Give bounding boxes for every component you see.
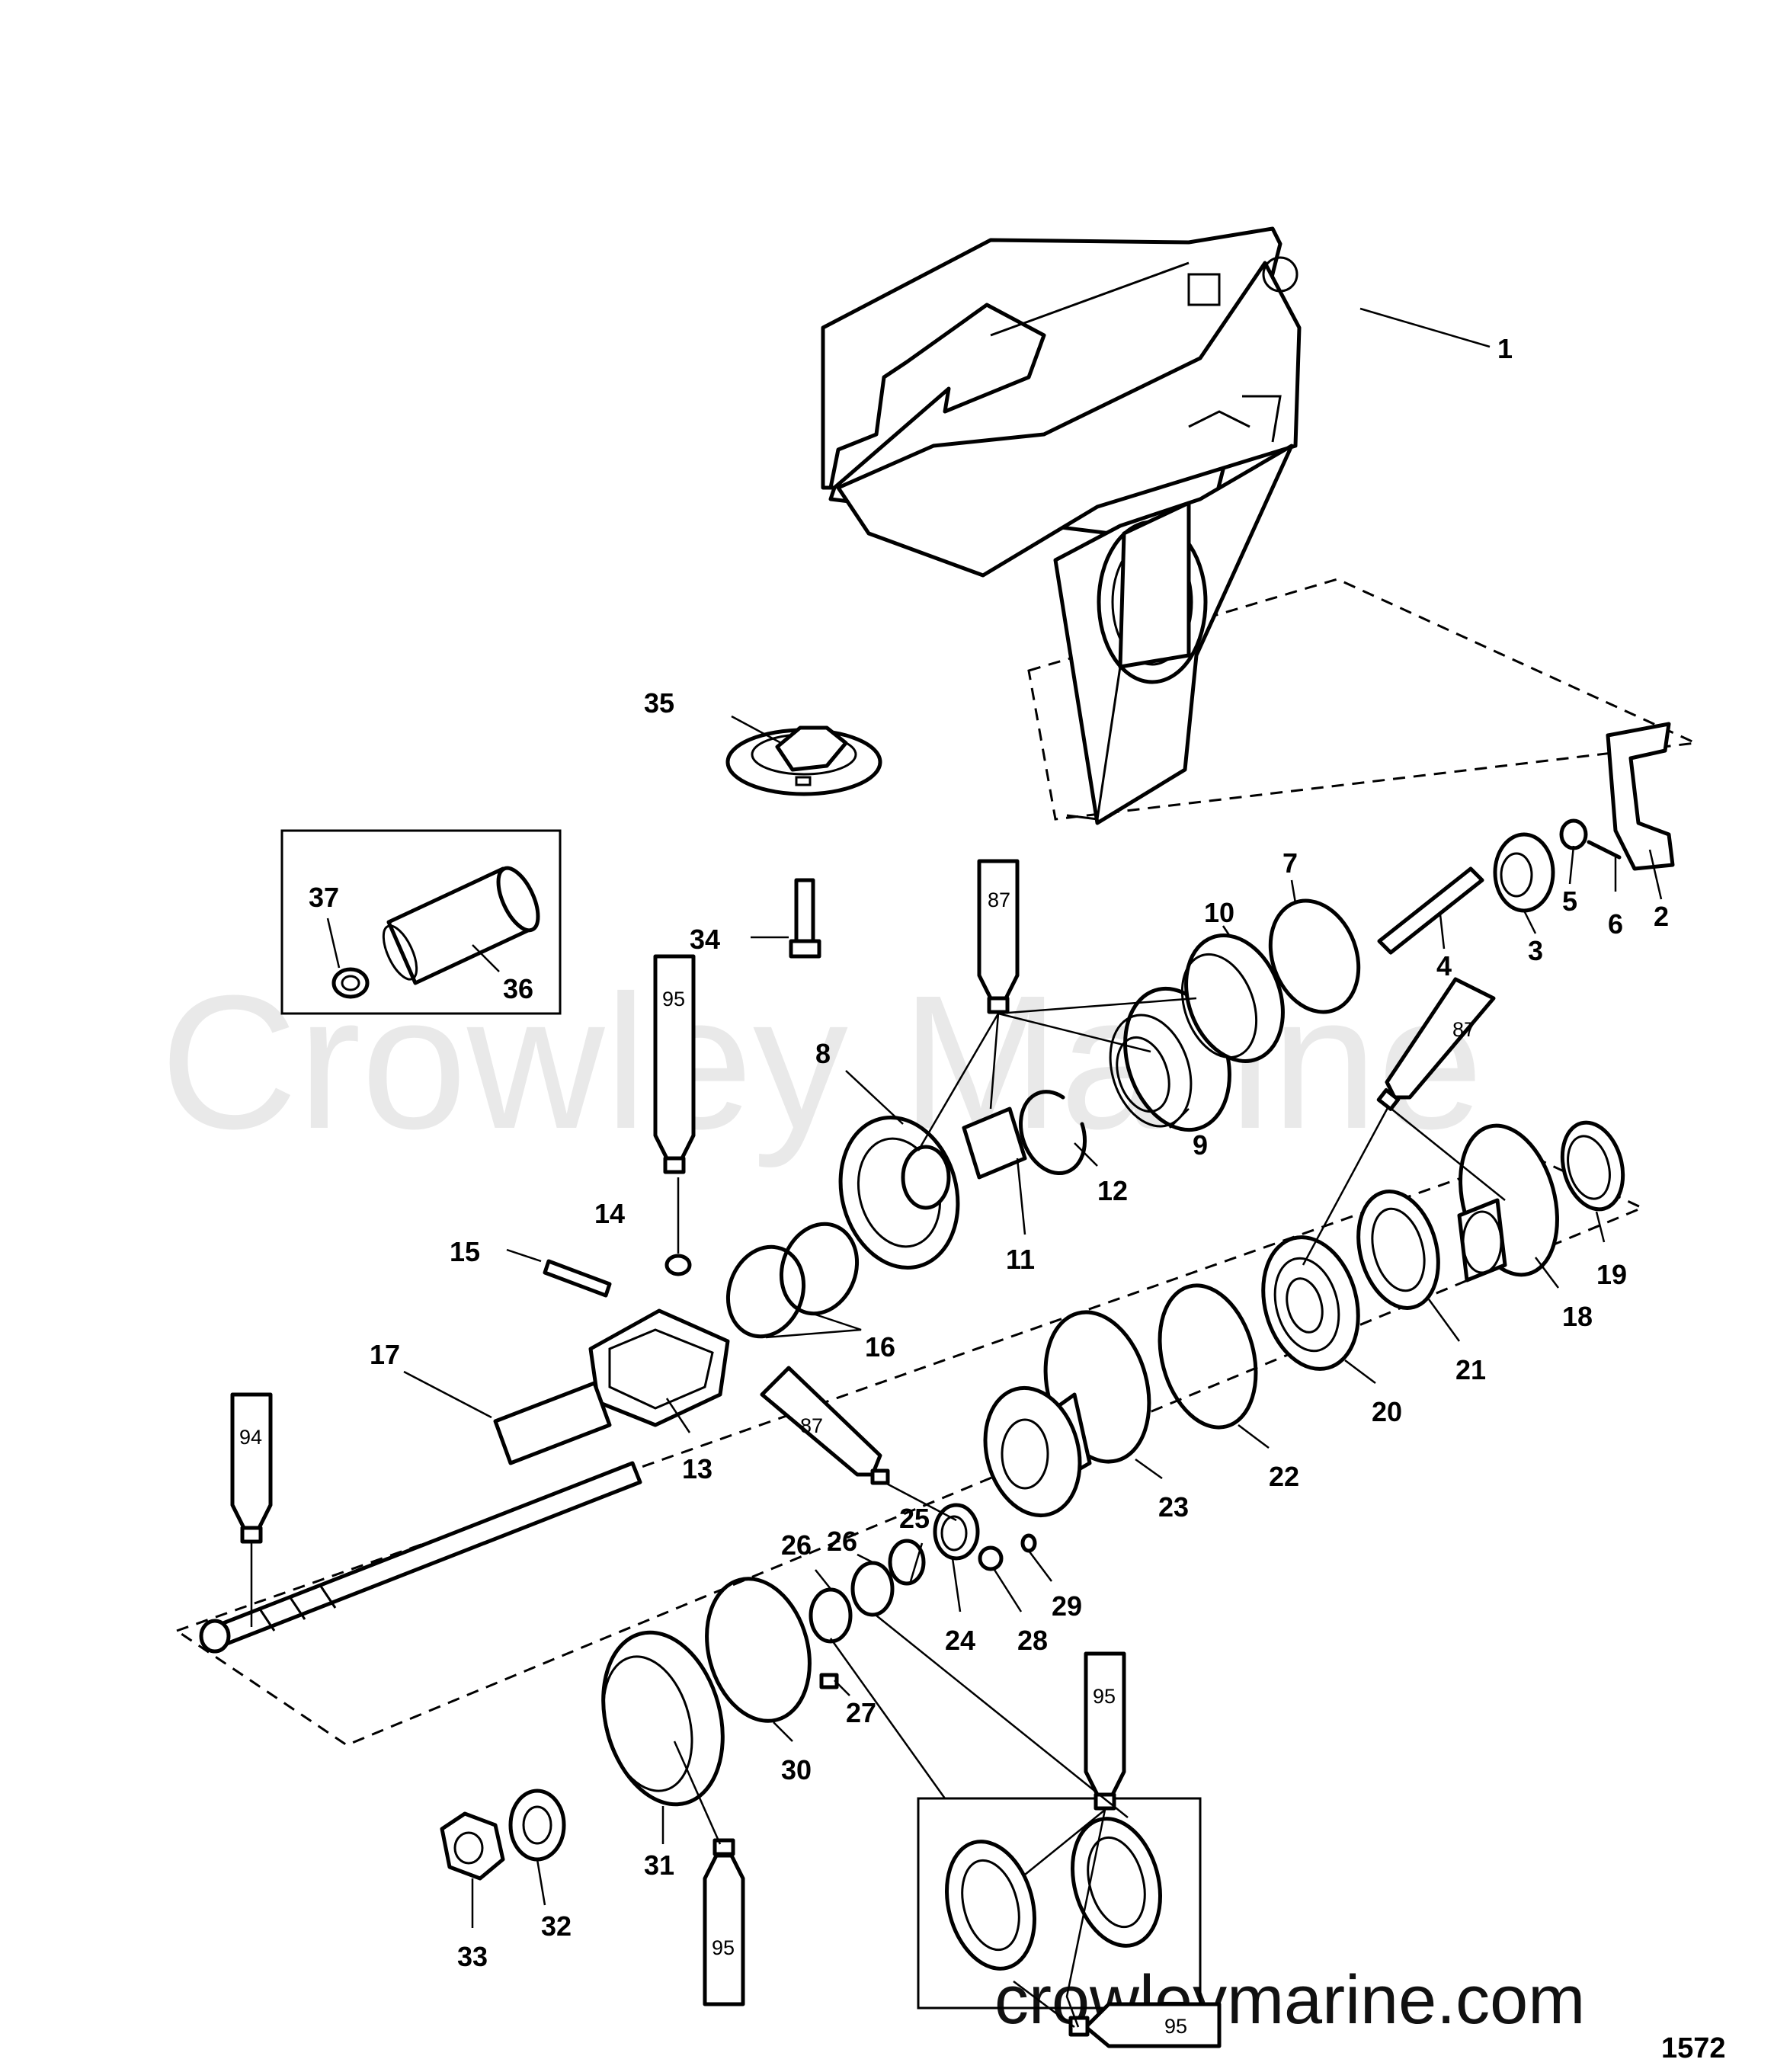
shift-shaft [1377, 866, 1484, 955]
callout-14: 14 [594, 1198, 625, 1229]
callout-37: 37 [309, 882, 339, 913]
propeller-shaft [199, 1381, 642, 1654]
callout-36: 36 [503, 973, 533, 1004]
roll-pin [1587, 840, 1622, 860]
svg-text:95: 95 [1164, 2015, 1187, 2038]
o-ring-pair [725, 1222, 860, 1339]
leader-lines [250, 307, 1663, 2028]
callout-6: 6 [1608, 908, 1623, 940]
dashed-outline-gearcase [1027, 578, 1700, 821]
bearing-cup [1180, 934, 1285, 1063]
retaining-ring [1018, 1090, 1087, 1176]
tube-95-left: 95 [653, 954, 696, 1174]
callout-24: 24 [945, 1625, 975, 1656]
shift-lever [1606, 722, 1675, 871]
callout-8: 8 [815, 1038, 831, 1069]
water-tube [382, 866, 540, 985]
cover-nut [601, 1630, 725, 1807]
callout-10: 10 [1204, 897, 1234, 928]
detent [664, 1254, 692, 1276]
figure-number: 1572 [1661, 2032, 1726, 2064]
seal-detail-right [1070, 1817, 1163, 1948]
seal [1560, 1120, 1625, 1212]
svg-text:87: 87 [800, 1414, 823, 1437]
thrust-washer [1356, 1190, 1440, 1310]
callout-17: 17 [370, 1339, 400, 1370]
svg-text:94: 94 [239, 1426, 262, 1449]
reverse-gear [1457, 1123, 1559, 1283]
callout-35: 35 [644, 687, 674, 719]
needle-bearing [933, 1503, 980, 1561]
callout-28: 28 [1017, 1625, 1048, 1656]
callout-21: 21 [1455, 1354, 1486, 1385]
coupler [1493, 832, 1555, 913]
clutch [588, 1308, 730, 1427]
tube-94: 94 [230, 1392, 273, 1544]
gear-housing [821, 226, 1302, 825]
svg-text:87: 87 [1452, 1018, 1475, 1041]
tube-87-top: 87 [977, 859, 1020, 1014]
callout-30: 30 [781, 1754, 812, 1785]
tube-87-center: 87 [760, 1366, 890, 1485]
snap-ring [888, 1539, 926, 1586]
seal-detail-left [944, 1840, 1037, 1971]
prop-nut [440, 1811, 505, 1881]
tab-washer [705, 1577, 812, 1723]
callout-18: 18 [1562, 1301, 1593, 1332]
callout-11: 11 [1006, 1244, 1035, 1275]
oil-seal-inner [850, 1561, 895, 1617]
callout-29: 29 [1052, 1590, 1082, 1622]
callout-15: 15 [450, 1236, 480, 1267]
screw [978, 1545, 1004, 1571]
callout-27: 27 [846, 1697, 876, 1728]
callout-22: 22 [1269, 1461, 1299, 1492]
callout-16: 16 [865, 1331, 895, 1363]
callout-26b: 26 [781, 1529, 812, 1561]
callout-4: 4 [1436, 950, 1452, 982]
washer-small [1020, 1533, 1037, 1553]
callout-19: 19 [1596, 1259, 1627, 1290]
tube-95-bottom-right: 95 [1068, 2002, 1222, 2048]
parts-box-36-37 [280, 829, 562, 1015]
anode-plate [725, 725, 882, 796]
callout-12: 12 [1097, 1175, 1128, 1206]
callout-7: 7 [1282, 847, 1298, 879]
bearing-carrier [983, 1310, 1151, 1518]
ball-bearing [1261, 1235, 1360, 1371]
callout-26a: 26 [827, 1526, 857, 1557]
oil-seal-outer [809, 1587, 853, 1644]
forward-gear [838, 1115, 960, 1270]
tube-95-bottom: 95 [703, 1838, 745, 2006]
shift-cam [1559, 818, 1588, 850]
callout-25: 25 [899, 1503, 930, 1534]
callout-32: 32 [541, 1910, 572, 1942]
callout-20: 20 [1372, 1396, 1402, 1427]
pin [789, 878, 821, 959]
callout-13: 13 [682, 1453, 712, 1484]
callout-31: 31 [644, 1849, 674, 1881]
svg-text:87: 87 [988, 889, 1010, 911]
bolt [543, 1259, 612, 1298]
tube-95-right: 95 [1084, 1651, 1126, 1811]
bushing [962, 1106, 1027, 1180]
callout-34: 34 [690, 924, 720, 955]
svg-text:95: 95 [1093, 1685, 1116, 1708]
svg-text:95: 95 [712, 1936, 735, 1959]
tube-87-right: 87 [1376, 977, 1496, 1111]
callout-2: 2 [1654, 901, 1669, 932]
key [819, 1673, 839, 1689]
callout-1: 1 [1497, 333, 1513, 364]
carrier-o-ring [1158, 1283, 1258, 1430]
prop-washer [508, 1789, 566, 1862]
callout-5: 5 [1562, 885, 1577, 917]
callout-3: 3 [1528, 935, 1543, 966]
callout-23: 23 [1158, 1491, 1189, 1523]
svg-text:95: 95 [662, 988, 685, 1010]
callout-numbers: 1 2 3 4 5 6 7 8 9 10 11 12 13 14 15 16 1… [309, 333, 1669, 1972]
water-tube-seal [331, 967, 370, 999]
seal-detail-box [917, 1797, 1202, 2010]
callout-33: 33 [457, 1941, 488, 1972]
callout-9: 9 [1193, 1129, 1208, 1161]
